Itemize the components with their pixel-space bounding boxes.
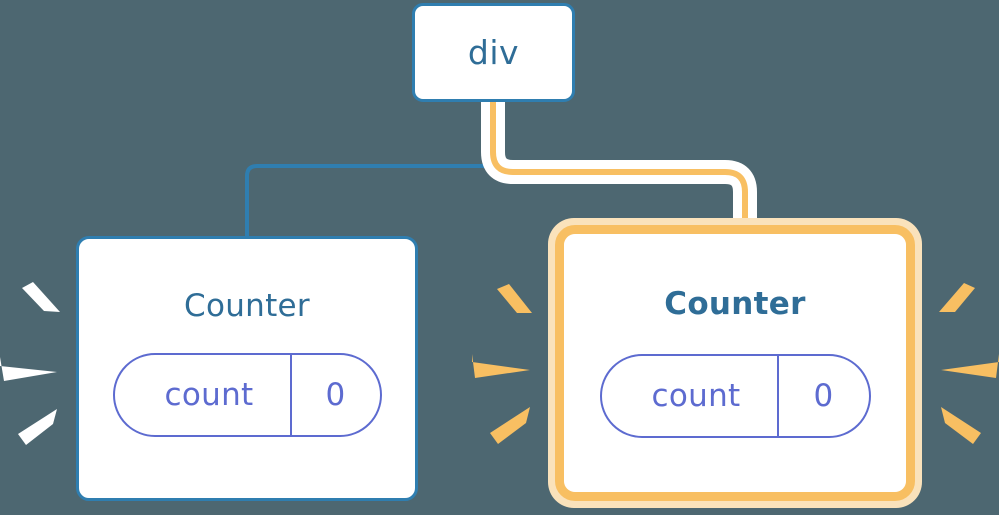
sparkle-ray-icon — [472, 354, 530, 378]
node-counter-left[interactable]: Counter count 0 — [76, 236, 418, 501]
edge-div-to-counter-right — [490, 99, 748, 243]
sparkle-ray-icon — [22, 282, 60, 312]
node-counter-right[interactable]: Counter count 0 — [564, 234, 906, 492]
state-pill-counter-left: count 0 — [112, 353, 382, 437]
state-key-label: count — [164, 377, 254, 413]
state-key-label: count — [651, 378, 741, 414]
sparkle-ray-icon — [490, 407, 530, 444]
sparkle-ray-icon — [939, 283, 975, 312]
sparkle-group-counter-right-east — [939, 283, 999, 444]
node-counter-left-label: Counter — [184, 288, 310, 324]
sparkle-ray-icon — [0, 357, 57, 381]
sparkle-ray-icon — [497, 284, 532, 313]
sparkle-ray-icon — [941, 407, 981, 444]
node-counter-right-highlight-ring: Counter count 0 — [555, 225, 915, 501]
node-counter-right-label: Counter — [664, 286, 806, 322]
state-pill-counter-right: count 0 — [599, 354, 871, 438]
edge-div-to-counter-left — [245, 100, 495, 238]
state-value-label: 0 — [776, 356, 869, 436]
node-div[interactable]: div — [412, 3, 575, 102]
sparkle-group-counter-left-west — [0, 282, 60, 445]
sparkle-group-counter-right-west — [472, 284, 532, 444]
sparkle-ray-icon — [941, 354, 999, 378]
node-div-label: div — [467, 33, 520, 72]
sparkle-ray-icon — [18, 409, 57, 445]
state-value-label: 0 — [289, 355, 380, 435]
node-counter-right-highlight-glow: Counter count 0 — [548, 218, 922, 508]
